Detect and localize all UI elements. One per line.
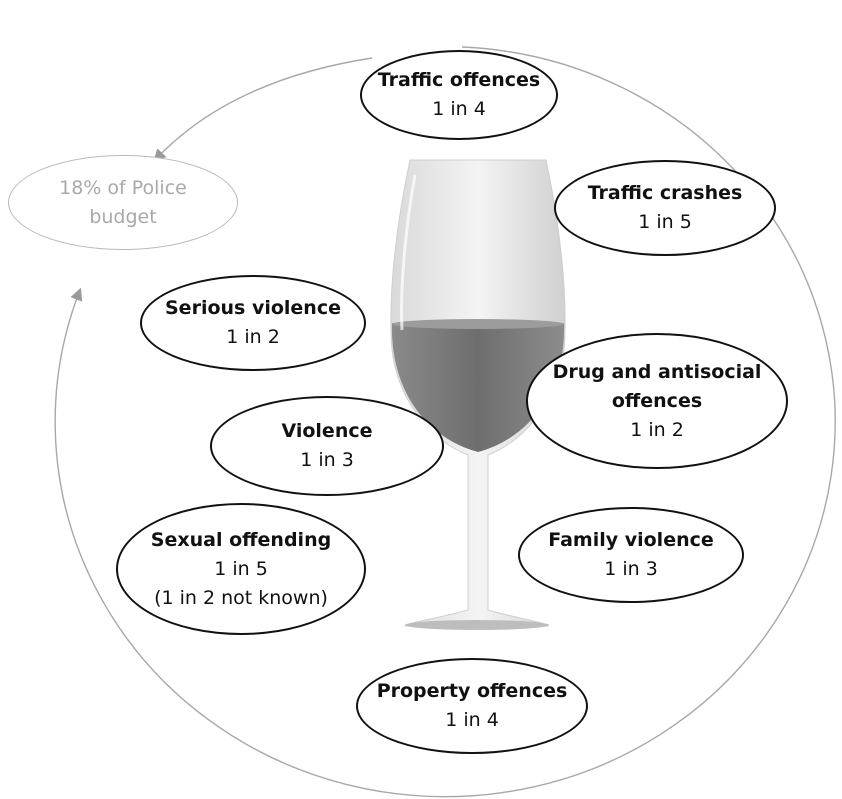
node-note: (1 in 2 not known) bbox=[154, 586, 328, 609]
node-family-violence: Family violence 1 in 3 bbox=[518, 507, 744, 603]
node-stat: 1 in 2 bbox=[226, 326, 280, 348]
node-title: Traffic offences bbox=[377, 69, 541, 91]
node-title: Sexual offending bbox=[150, 528, 332, 551]
node-traffic-offences: Traffic offences 1 in 4 bbox=[360, 50, 558, 140]
node-stat: 1 in 2 bbox=[630, 418, 684, 441]
node-stat: 1 in 4 bbox=[432, 98, 486, 120]
budget-node: 18% of Police budget bbox=[8, 155, 238, 250]
node-sexual-offending: Sexual offending 1 in 5 (1 in 2 not know… bbox=[116, 503, 366, 635]
node-stat: 1 in 5 bbox=[638, 211, 692, 233]
node-stat: 1 in 5 bbox=[214, 557, 268, 580]
node-property-offences: Property offences 1 in 4 bbox=[356, 658, 588, 754]
node-serious-violence: Serious violence 1 in 2 bbox=[140, 275, 366, 371]
node-violence: Violence 1 in 3 bbox=[210, 396, 444, 496]
node-drug-antisocial-offences: Drug and antisocial offences 1 in 2 bbox=[526, 333, 788, 469]
node-title: Violence bbox=[281, 420, 373, 442]
node-stat: 1 in 4 bbox=[445, 709, 499, 731]
budget-line-2: budget bbox=[89, 205, 157, 228]
budget-line-1: 18% of Police bbox=[59, 176, 187, 199]
node-title-line-2: offences bbox=[611, 389, 703, 412]
node-stat: 1 in 3 bbox=[604, 558, 658, 580]
node-traffic-crashes: Traffic crashes 1 in 5 bbox=[554, 160, 776, 256]
node-stat: 1 in 3 bbox=[300, 449, 354, 471]
wine-glass-icon bbox=[390, 159, 566, 630]
node-title: Family violence bbox=[548, 529, 714, 551]
node-title: Traffic crashes bbox=[587, 182, 743, 204]
node-title: Property offences bbox=[376, 680, 568, 702]
node-title: Serious violence bbox=[165, 297, 341, 319]
cycle-arc-top bbox=[153, 57, 373, 162]
node-title: Drug and antisocial bbox=[552, 360, 762, 383]
